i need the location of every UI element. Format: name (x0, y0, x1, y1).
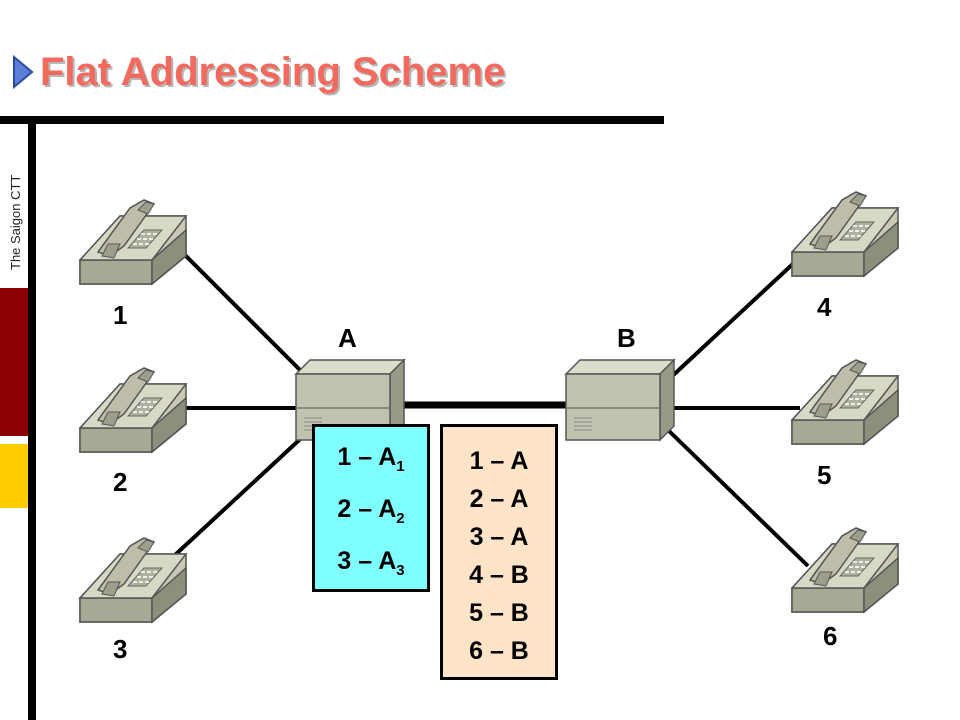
phone-4-icon (791, 191, 899, 277)
link-3-a (173, 428, 312, 557)
phone-3-icon (79, 537, 187, 623)
switch-b-label: B (617, 323, 636, 353)
phone-5-icon (791, 359, 899, 445)
table-b-row: 2 – A (469, 485, 529, 513)
switch-a-label: A (338, 323, 357, 353)
left-rule (28, 116, 36, 720)
phone-5-label: 5 (817, 460, 832, 490)
routing-table-a: 1 – A1 2 – A2 3 – A3 (312, 424, 430, 592)
links (173, 243, 812, 568)
phone-4-label: 4 (817, 292, 832, 322)
routing-table-b: 1 – A 2 – A 3 – A 4 – B 5 – B 6 – B (440, 424, 558, 680)
switch-b-icon (565, 359, 675, 441)
table-b-row: 6 – B (469, 637, 529, 665)
side-band-yellow (0, 444, 28, 508)
link-b-4 (666, 246, 812, 382)
phone-6-icon (791, 527, 899, 613)
side-band-red (0, 288, 28, 436)
table-a-row: 3 – A3 (337, 547, 405, 579)
phone-2-icon (79, 367, 187, 453)
phone-1-label: 1 (113, 300, 128, 330)
table-b-row: 1 – A (469, 447, 529, 475)
phone-2-label: 2 (113, 467, 128, 497)
phone-1-icon (79, 199, 187, 285)
table-a-row: 2 – A2 (337, 495, 405, 527)
table-a-row: 1 – A1 (337, 443, 405, 475)
title-text: Flat Addressing Scheme (40, 49, 506, 94)
table-b-row: 4 – B (469, 561, 529, 589)
arrow-bullet-icon (13, 55, 34, 89)
link-1-a (173, 243, 312, 382)
link-b-6 (666, 428, 810, 568)
top-rule (0, 116, 664, 124)
table-b-row: 5 – B (469, 599, 529, 627)
side-band (0, 124, 28, 288)
side-band-gap (0, 436, 28, 444)
table-b-row: 3 – A (469, 523, 529, 551)
phone-3-label: 3 (113, 634, 128, 664)
phone-6-label: 6 (823, 621, 838, 651)
slide-title: Flat Addressing Scheme (12, 42, 505, 102)
